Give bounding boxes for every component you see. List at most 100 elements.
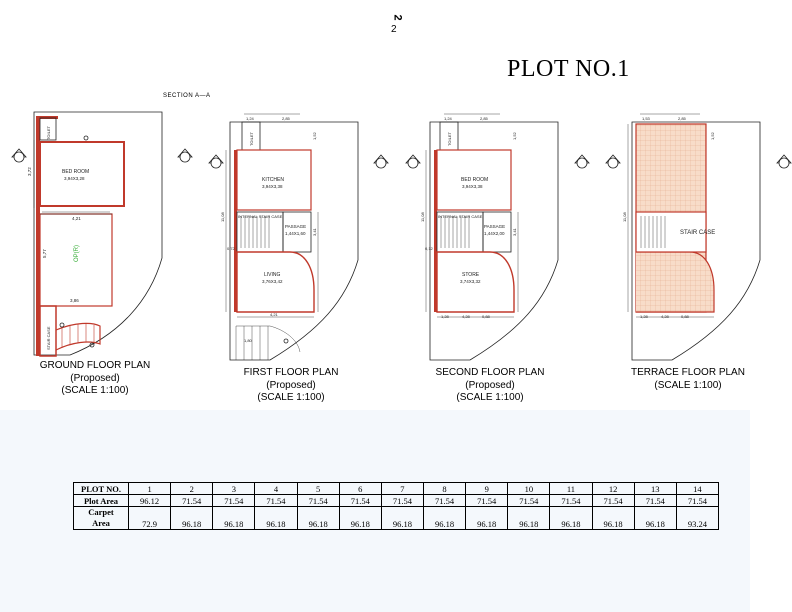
second-dim-5: 3,41 [512, 227, 517, 236]
first-site-boundary [229, 121, 359, 361]
terrace-dim-6: 4,28 [661, 314, 670, 319]
table-cell: 96.18 [591, 506, 635, 530]
first-dim-2: 2,85 [282, 116, 291, 121]
table-cell: 71.54 [465, 494, 509, 507]
terrace-stair-label: STAIR CASE [680, 230, 715, 236]
ground-dim-bottom: 3,86 [70, 298, 79, 303]
table-cell: 96.18 [549, 506, 593, 530]
table-cell: 96.18 [338, 506, 382, 530]
first-dim-5: 3,41 [312, 227, 317, 236]
table-cell: 96.18 [380, 506, 424, 530]
second-bedroom-size: 3,94X3,38 [462, 184, 483, 189]
first-caption-status: (Proposed) [266, 379, 316, 391]
terrace-caption-scale: (SCALE 1:100) [654, 379, 722, 391]
section-markers [11, 148, 792, 169]
second-caption-title: SECOND FLOOR PLAN [435, 367, 545, 378]
table-cell: 96.18 [296, 506, 340, 530]
first-caption-title: FIRST FLOOR PLAN [243, 367, 339, 378]
table-cell: 96.18 [633, 506, 677, 530]
ground-toilet-label: TOILET [46, 126, 51, 140]
ground-dim-width: 4,21 [72, 216, 81, 221]
table-cell: 11 [549, 482, 593, 495]
first-living-label: LIVING [264, 272, 281, 278]
second-floor-caption: SECOND FLOOR PLAN (Proposed) (SCALE 1:10… [425, 367, 555, 405]
table-cell: 1 [127, 482, 172, 495]
first-living [236, 251, 315, 313]
first-passage-size: 1,44X1,60 [285, 231, 306, 236]
carpet-label-line1: Carpet [88, 507, 114, 517]
first-dim-4: 11,08 [220, 212, 225, 222]
first-dim-6: 4,21 [270, 312, 279, 317]
terrace-site-boundary [631, 121, 761, 361]
second-dim-4: 11,08 [420, 212, 425, 222]
ground-open-space-label: OP(R) [74, 245, 80, 262]
table-row-plot-area: Plot Area 96.12 71.54 71.54 71.54 71.54 … [73, 494, 720, 507]
second-caption-scale: (SCALE 1:100) [456, 392, 524, 403]
table-cell: 10 [507, 482, 551, 495]
second-floor-plan [425, 113, 559, 361]
ground-caption-status: (Proposed) [70, 372, 120, 384]
table-cell: 6 [338, 482, 382, 495]
table-cell: 96.18 [507, 506, 551, 530]
first-floor-caption: FIRST FLOOR PLAN (Proposed) (SCALE 1:100… [226, 367, 356, 405]
ground-caption-scale: (SCALE 1:100) [61, 385, 129, 396]
first-kitchen-label: KITCHEN [262, 177, 284, 183]
table-cell: 96.18 [422, 506, 467, 530]
table-row-carpet-area: Carpet Area 72.9 96.18 96.18 96.18 96.18… [73, 506, 720, 530]
second-stair-label: INTERNAL STAIR CASE [438, 214, 483, 219]
terrace-stair-cabin [635, 211, 707, 253]
table-cell: 71.54 [338, 494, 382, 507]
terrace-dim-3: 1,52 [710, 131, 715, 140]
first-stair-label: INTERNAL STAIR CASE [238, 214, 283, 219]
table-header-carpet-area: Carpet Area [73, 506, 129, 530]
table-cell: 4 [254, 482, 298, 495]
second-store-label: STORE [462, 272, 480, 278]
terrace-caption-title: TERRACE FLOOR PLAN [631, 367, 745, 378]
second-toilet-label: TOILET [447, 132, 452, 146]
ground-site-boundary [33, 111, 163, 356]
table-cell: 12 [591, 482, 635, 495]
ground-bedroom-label: BED ROOM [62, 169, 89, 175]
first-wall-left [234, 150, 237, 312]
second-dim-9: 0,12 [425, 246, 434, 251]
second-dim-8: 0,88 [482, 314, 491, 319]
table-cell: 71.54 [675, 494, 720, 507]
section-label: SECTION A—A [163, 93, 211, 99]
first-dim-8: 1,80 [244, 338, 253, 343]
second-dim-7: 4,28 [462, 314, 471, 319]
table-cell: 13 [633, 482, 677, 495]
table-cell: 3 [212, 482, 256, 495]
ground-curved-steps [55, 322, 101, 351]
table-row-plot-no: PLOT NO. 1 2 3 4 5 6 7 8 9 10 11 12 13 1… [73, 482, 720, 495]
table-cell: 93.24 [675, 506, 720, 530]
table-cell: 71.54 [633, 494, 677, 507]
terrace-floor-caption: TERRACE FLOOR PLAN (SCALE 1:100) [623, 367, 753, 392]
ground-stair-label: STAIR CASE [46, 326, 51, 350]
first-passage-label: PASSAGE [285, 224, 306, 229]
first-kitchen-size: 3,94X3,38 [262, 184, 283, 189]
first-dim-7: 0,72 [227, 246, 236, 251]
ground-dim-bedroom-height: 3,72 [27, 167, 32, 176]
second-dim-2: 2,85 [480, 116, 489, 121]
terrace-curved-edge [636, 251, 715, 313]
first-caption-scale: (SCALE 1:100) [257, 392, 325, 403]
table-cell: 96.18 [212, 506, 256, 530]
first-dim-1: 1,24 [246, 116, 255, 121]
table-cell: 96.12 [127, 494, 172, 507]
second-passage [482, 211, 512, 253]
table-cell: 96.18 [465, 506, 509, 530]
plot-title: PLOT NO.1 [507, 56, 630, 82]
table-cell: 71.54 [170, 494, 214, 507]
ground-bedroom-size: 3,94X3,28 [64, 176, 85, 181]
plot-area-table: PLOT NO. 1 2 3 4 5 6 7 8 9 10 11 12 13 1… [73, 482, 720, 530]
table-cell: 71.54 [212, 494, 256, 507]
second-passage-label: PASSAGE [484, 224, 505, 229]
table-cell: 9 [465, 482, 509, 495]
table-cell: 71.54 [380, 494, 424, 507]
second-dim-3: 1,52 [512, 131, 517, 140]
first-steps [235, 325, 301, 360]
table-cell: 5 [296, 482, 340, 495]
first-toilet-label: TOILET [249, 132, 254, 146]
first-floor-plan [225, 113, 359, 361]
